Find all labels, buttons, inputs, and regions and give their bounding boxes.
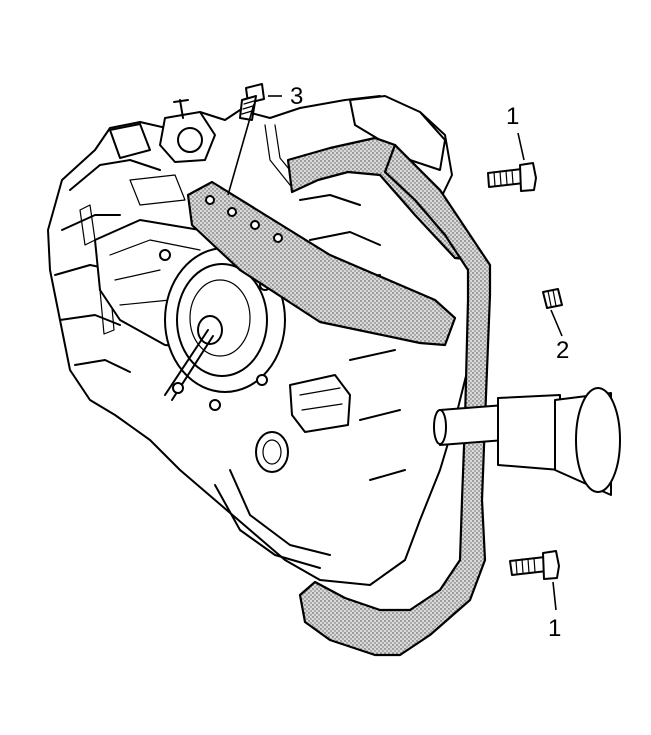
leader-3-shaft (227, 103, 255, 196)
bolt-1-top (487, 162, 537, 192)
connector-block-detail (299, 387, 343, 411)
mounting-shaft (433, 387, 621, 496)
leader-2 (550, 309, 563, 337)
shaft-collar (497, 394, 561, 471)
strap-hole (250, 220, 260, 230)
housing-left-rib (54, 159, 161, 373)
callout-label-3: 3 (290, 83, 303, 110)
axle-flange (159, 247, 286, 411)
connector-block (289, 374, 351, 433)
fixture-c-frame (298, 143, 492, 657)
center-case-detail (109, 239, 201, 306)
axle-seal-inner (262, 439, 282, 465)
holding-fixture (186, 136, 492, 657)
valve-body-cover (109, 123, 151, 159)
strap-hole (205, 195, 215, 205)
leader-1-bottom (552, 581, 557, 611)
leader-1-top (517, 132, 525, 161)
strap-hole (273, 233, 283, 243)
bolt-3-top (239, 83, 265, 121)
callout-label-1-top: 1 (506, 103, 519, 130)
lower-case-curve (214, 469, 331, 569)
bolt-1-bottom (509, 550, 560, 580)
callout-label-1-bottom: 1 (548, 615, 561, 642)
axle-seal (255, 431, 289, 473)
bolt-2-middle (542, 288, 563, 309)
strap-hole (227, 207, 237, 217)
housing-top-right (349, 95, 446, 171)
top-sensor-stem (173, 99, 189, 119)
shaft-tip (439, 404, 506, 446)
callout-label-2: 2 (556, 337, 569, 364)
top-sensor-cap (177, 127, 203, 153)
